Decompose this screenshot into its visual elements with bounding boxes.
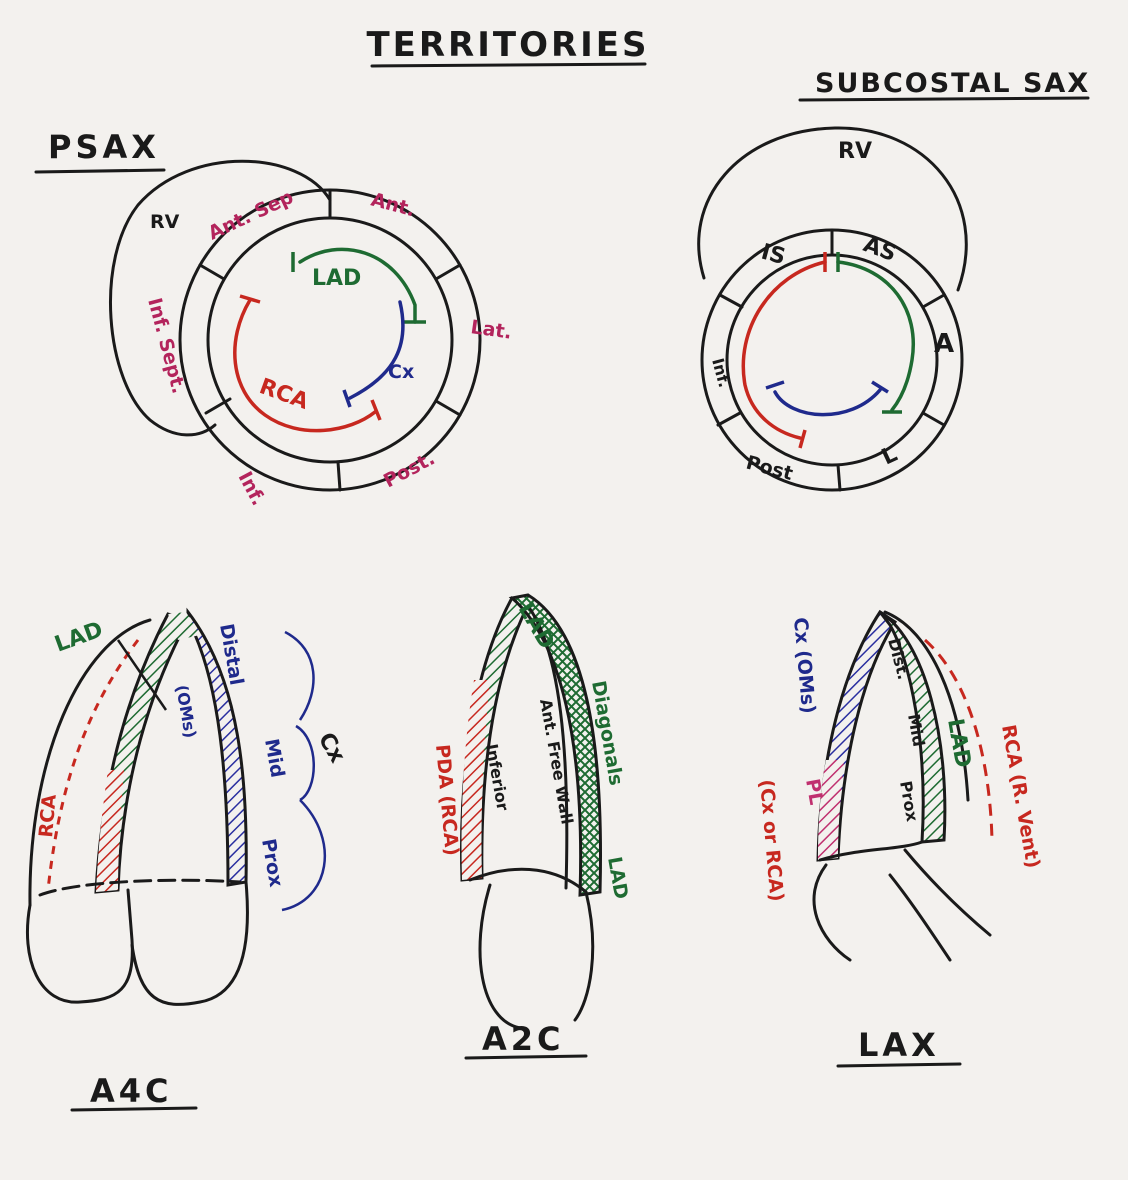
psax-divider-3 xyxy=(434,399,462,417)
lax-valve-line xyxy=(818,840,924,862)
subcostal-heading: SUBCOSTAL SAX xyxy=(815,68,1090,99)
subcostal-divider-6 xyxy=(718,293,744,309)
a4c-view-label: A4C xyxy=(90,1072,173,1110)
psax-rca-arc xyxy=(233,298,377,433)
lax-rca-rvent-label: RCA (R. Vent) xyxy=(997,723,1044,870)
psax-rv-outline xyxy=(108,159,332,437)
a4c-rca-label: RCA xyxy=(35,793,61,838)
a4c-prox-label: Prox xyxy=(257,837,287,889)
psax-ant-label: Ant. xyxy=(369,189,418,222)
lax-cx-or-rca-label: (Cx or RCA) xyxy=(755,779,788,903)
psax-cx-end-tick xyxy=(342,389,352,408)
lax-aorta-outline xyxy=(888,848,992,962)
psax-rca-end-tick xyxy=(370,399,382,421)
subcostal-divider-4 xyxy=(836,463,842,492)
a4c-rv-outer-wall xyxy=(28,618,152,907)
lax-la-outline xyxy=(812,863,852,962)
a2c-la-outline xyxy=(478,883,595,1030)
psax-rca-label: RCA xyxy=(256,374,312,415)
psax-heading-underline xyxy=(34,168,166,174)
a4c-ra-outline xyxy=(25,888,134,1004)
subcostal-divider-2 xyxy=(921,293,946,309)
subcostal-outer-ring xyxy=(700,228,964,492)
lax-cx-oms-label: Cx (OMs) xyxy=(789,617,819,715)
a4c-oms-label: (OMs) xyxy=(172,683,200,739)
subcostal-heading-underline xyxy=(798,96,1090,102)
a4c-la-outline xyxy=(130,880,249,1006)
subcostal-lad-arc xyxy=(836,260,915,412)
psax-divider-4 xyxy=(336,460,342,492)
a2c-endocardium-right xyxy=(526,604,569,890)
subcostal-rv-outline xyxy=(697,126,968,292)
a4c-mid-label: Mid xyxy=(260,737,288,779)
subcostal-rca-arc xyxy=(741,260,827,440)
lax-underline xyxy=(836,1062,962,1068)
a2c-inferior-pda xyxy=(461,680,490,880)
subcostal-inf-label: Inf. xyxy=(708,356,734,389)
lax-view-label: LAX xyxy=(858,1026,940,1064)
a2c-underline xyxy=(464,1054,588,1060)
a4c-lad-pointer xyxy=(116,639,168,711)
lax-rv-wall xyxy=(883,610,970,802)
a4c-septum-rca xyxy=(96,770,124,892)
a2c-diagram: LAD Diagonals Ant. Free Wall Inferior PD… xyxy=(431,593,632,1060)
psax-ant-sep-label: Ant. Sep xyxy=(205,186,297,245)
psax-divider-6 xyxy=(198,263,226,281)
a4c-rca-dashed-wall xyxy=(46,639,140,891)
lax-pl-segment xyxy=(818,760,844,860)
psax-rca-start-tick xyxy=(239,294,261,304)
subcostal-cx-start-tick xyxy=(765,380,785,390)
a2c-pda-label: PDA (RCA) xyxy=(431,744,463,857)
a4c-underline xyxy=(70,1106,198,1112)
subcostal-divider-5 xyxy=(716,411,742,427)
subcostal-cx-arc xyxy=(773,388,882,417)
subcostal-inner-ring xyxy=(725,253,939,467)
psax-diagram: PSAX RV LAD Cx RCA Ant. Sep Ant. Lat. Po… xyxy=(34,128,513,509)
lax-lad-label: LAD xyxy=(942,717,975,770)
psax-divider-5 xyxy=(204,397,232,415)
psax-lad-arc xyxy=(298,247,417,324)
a2c-valve-line xyxy=(468,867,588,894)
psax-cx-label: Cx xyxy=(388,361,414,383)
a2c-lad-bottom-label: LAD xyxy=(603,855,632,901)
a2c-view-label: A2C xyxy=(482,1020,565,1058)
lax-septum-lad xyxy=(878,610,947,844)
psax-lat-label: Lat. xyxy=(469,316,513,344)
lax-pl-label: PL xyxy=(801,777,827,806)
lax-prox-label: Prox xyxy=(896,779,922,823)
lax-rca-dashed xyxy=(924,638,994,841)
psax-post-label: Post. xyxy=(380,447,439,492)
title-underline xyxy=(370,62,647,68)
subcostal-cx-end-tick xyxy=(871,380,889,394)
subcostal-l-label: L xyxy=(878,442,901,471)
psax-rv-label: RV xyxy=(150,211,180,233)
psax-heading: PSAX xyxy=(48,128,160,166)
psax-inner-ring xyxy=(206,216,454,464)
a4c-apex-lad xyxy=(168,612,200,640)
subcostal-sax-diagram: SUBCOSTAL SAX RV IS AS A L Post Inf. xyxy=(697,68,1090,492)
subcostal-rca-end-tick xyxy=(798,429,807,449)
psax-divider-2 xyxy=(434,263,462,281)
a4c-valve-plane xyxy=(38,878,242,897)
a4c-cx-brace-bottom xyxy=(281,799,326,912)
subcostal-a-label: A xyxy=(934,329,954,359)
psax-lad-label: LAD xyxy=(312,266,361,291)
page-title: TERRITORIES xyxy=(366,25,649,65)
title-group: TERRITORIES xyxy=(366,25,649,68)
a4c-diagram: LAD RCA Distal (OMs) Mid Prox Cx A4C xyxy=(25,607,350,1112)
psax-cx-arc xyxy=(348,300,405,400)
a2c-anterior-wall xyxy=(508,593,602,897)
a4c-cx-brace-mid xyxy=(295,724,315,802)
lax-diagram: Cx (OMs) Dist. LAD Mid Prox RCA (R. Vent… xyxy=(755,609,1044,1068)
subcostal-rv-label: RV xyxy=(838,139,872,164)
subcostal-divider-3 xyxy=(921,411,946,427)
a4c-lad-label: LAD xyxy=(52,617,107,657)
a4c-cx-brace-top xyxy=(284,630,315,721)
a4c-cx-group-label: Cx xyxy=(313,729,350,768)
